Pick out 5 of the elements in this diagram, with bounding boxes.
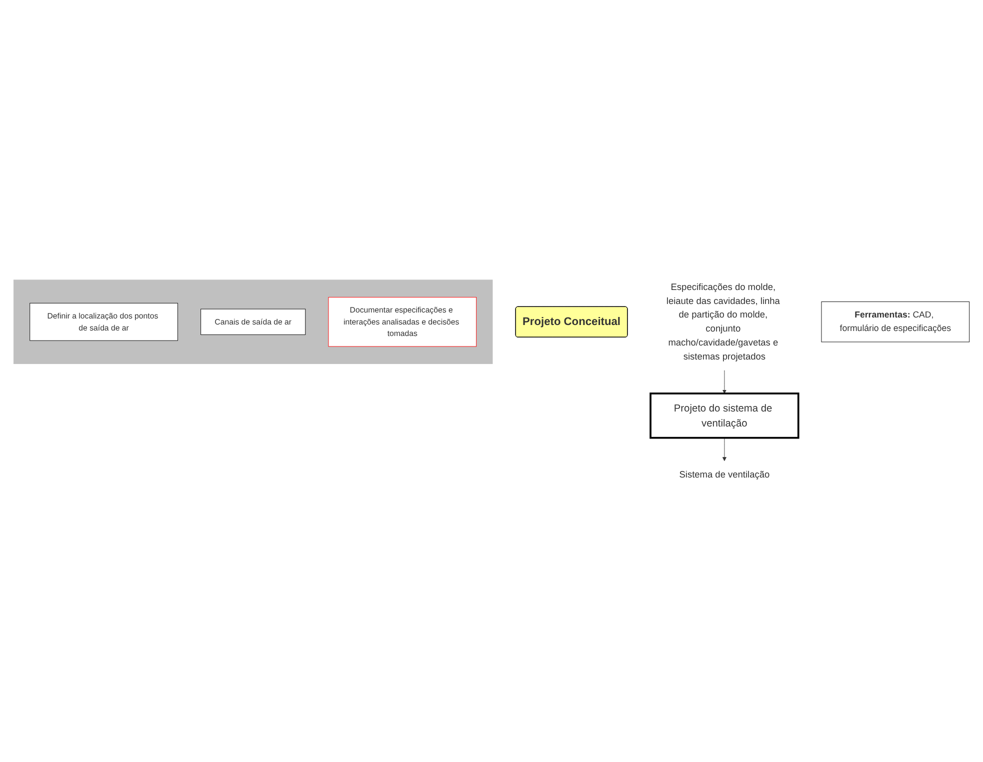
node-box: Projeto do sistema de ventilação [650, 392, 800, 439]
node-text: Sistema de ventilação [679, 470, 770, 480]
cluster [13, 280, 493, 364]
node-box: Ferramentas: CAD, formulário de especificações [821, 302, 970, 342]
node-text: Especificações do molde, leiaute das cavidades, linha de partição do molde, conjunto macho/cavidade/gavetas e sistemas projetados [666, 282, 780, 362]
